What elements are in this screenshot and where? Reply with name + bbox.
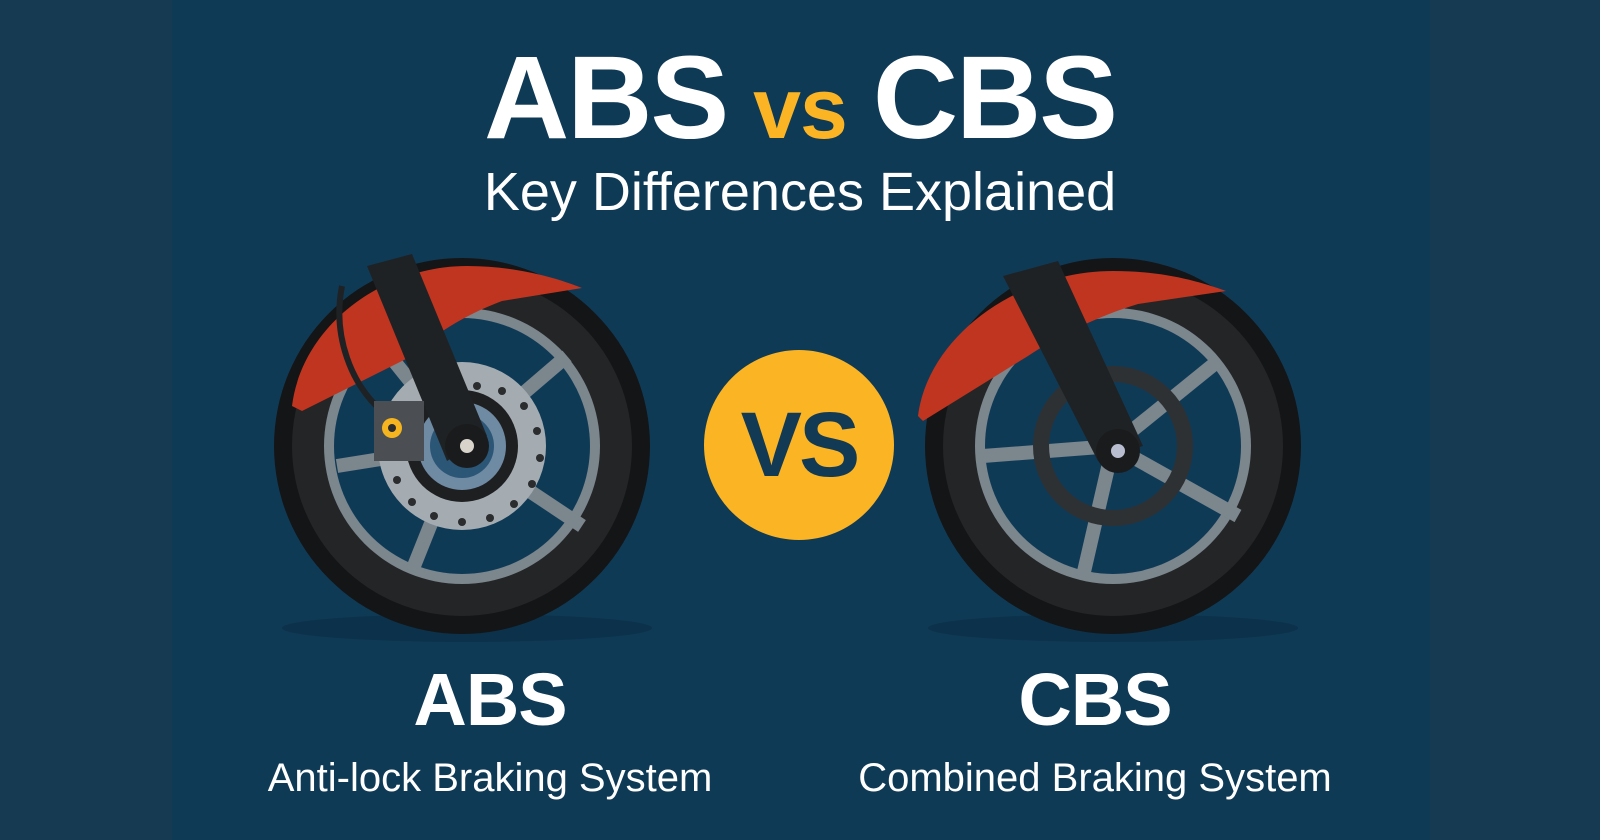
page-subtitle: Key Differences Explained — [483, 162, 1117, 222]
cbs-full-name: Combined Braking System — [858, 756, 1332, 800]
cbs-label: CBS Combined Braking System — [815, 660, 1375, 802]
title-abs: ABS — [484, 32, 729, 164]
title-cbs: CBS — [872, 32, 1118, 164]
abs-full-name: Anti-lock Braking System — [267, 756, 713, 800]
cbs-wheel-icon — [918, 258, 1301, 642]
abs-code: ABS — [413, 658, 567, 741]
abs-wheel-icon — [274, 254, 652, 642]
abs-label: ABS Anti-lock Braking System — [220, 660, 760, 802]
cbs-code: CBS — [1018, 658, 1172, 741]
vs-badge: VS — [704, 350, 894, 540]
title-vs: vs — [753, 61, 848, 157]
